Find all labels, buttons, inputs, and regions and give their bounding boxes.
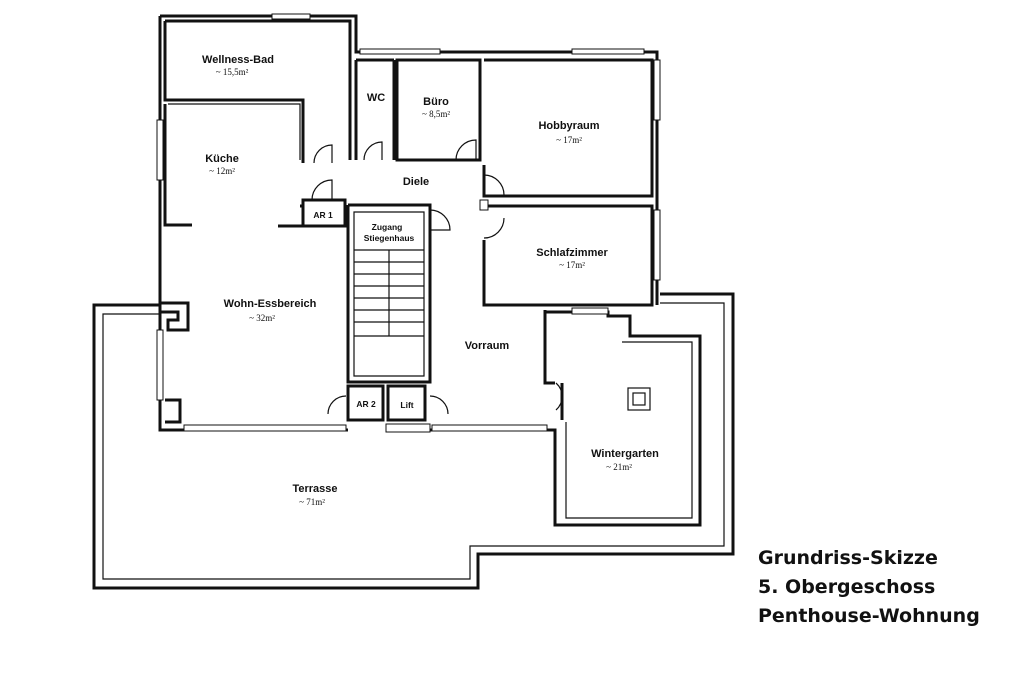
- wintergarten: [543, 307, 702, 527]
- label-terrasse: Terrasse: [292, 483, 337, 495]
- area-winter: ~ 21m²: [606, 462, 632, 472]
- area-buero: ~ 8,5m²: [422, 109, 450, 119]
- caption-line-3: Penthouse-Wohnung: [758, 605, 980, 627]
- wc-wall: [354, 58, 396, 160]
- door-hobby: [483, 174, 505, 196]
- wellness-wall: [163, 19, 352, 163]
- caption-line-2: 5. Obergeschoss: [758, 576, 936, 598]
- plan-caption: Grundriss-Skizze 5. Obergeschoss Penthou…: [758, 544, 980, 631]
- label-schlaf: Schlafzimmer: [536, 247, 608, 259]
- lift-wall: [386, 384, 427, 422]
- label-wohn: Wohn-Essbereich: [224, 298, 317, 310]
- terrace-outline: [92, 292, 735, 590]
- outer-walls: [156, 13, 661, 432]
- buero-wall: [395, 58, 482, 162]
- stairwell: [346, 203, 451, 384]
- column-left-bottom: [165, 398, 182, 424]
- label-ar2: AR 2: [356, 399, 376, 409]
- door-wc: [363, 141, 383, 161]
- label-wellness: Wellness-Bad: [202, 54, 274, 66]
- label-lift: Lift: [400, 400, 413, 410]
- label-zugang-2: Stiegenhaus: [364, 233, 415, 243]
- label-diele: Diele: [403, 176, 429, 188]
- door-buero: [455, 139, 477, 161]
- caption-line-1: Grundriss-Skizze: [758, 547, 938, 569]
- area-wohn: ~ 32m²: [249, 313, 275, 323]
- door-lift: [429, 395, 449, 415]
- label-wc: WC: [367, 92, 385, 104]
- area-hobby: ~ 17m²: [556, 135, 582, 145]
- area-schlaf: ~ 17m²: [559, 260, 585, 270]
- door-schlaf: [483, 217, 505, 239]
- door-winter: [555, 382, 563, 411]
- door-ar2: [327, 395, 347, 415]
- ar2-wall: [346, 384, 385, 422]
- label-winter: Wintergarten: [591, 448, 659, 460]
- door-wellness: [313, 144, 333, 164]
- area-kueche: ~ 12m²: [209, 166, 235, 176]
- area-terrasse: ~ 71m²: [299, 497, 325, 507]
- label-buero: Büro: [423, 96, 449, 108]
- area-wellness: ~ 15,5m²: [216, 67, 249, 77]
- label-ar1: AR 1: [313, 210, 333, 220]
- label-vorraum: Vorraum: [465, 340, 510, 352]
- column-left: [160, 301, 190, 332]
- label-hobby: Hobbyraum: [538, 120, 599, 132]
- kueche-wall: [163, 104, 192, 227]
- ar1-wall: [278, 198, 347, 228]
- label-kueche: Küche: [205, 153, 239, 165]
- hobby-wall: [482, 58, 654, 198]
- door-ar1: [311, 179, 333, 201]
- label-zugang-1: Zugang: [372, 222, 403, 232]
- door-stair: [429, 209, 451, 231]
